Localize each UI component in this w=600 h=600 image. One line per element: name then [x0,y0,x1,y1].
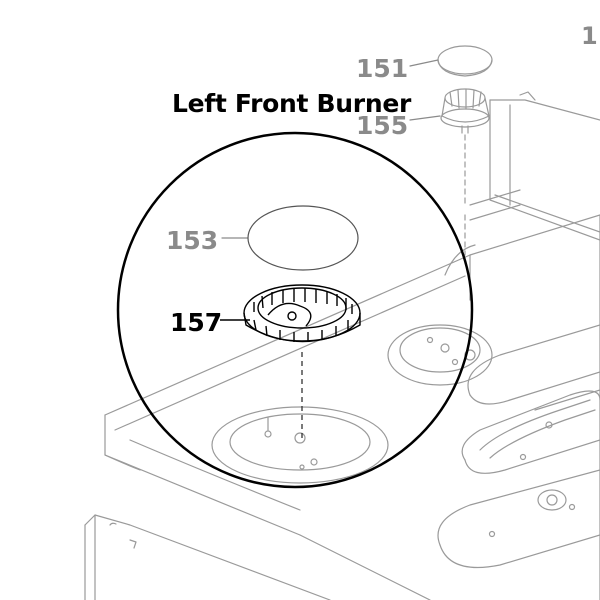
burner-cap-151 [437,45,493,77]
control-panel-outline [84,514,331,600]
leader-lines-gray [221,59,441,239]
edge-part-label: 1 [581,22,598,50]
right-front-burner-base [437,469,600,569]
rear-burner-base [387,324,493,386]
part-label-157: 157 [170,308,223,337]
burner-head-155 [440,88,490,134]
part-label-153: 153 [166,226,219,255]
left-front-burner-base [211,406,389,484]
part-label-151: 151 [356,54,409,83]
highlight-circle [116,131,474,489]
diagram-title: Left Front Burner [172,89,412,118]
part-label-155: 155 [356,111,409,140]
rear-panel-outline [469,91,600,241]
burner-head-157 [220,284,361,343]
burner-cap-153 [247,205,359,271]
oval-burner [461,324,600,474]
cooktop-outline [104,214,600,600]
